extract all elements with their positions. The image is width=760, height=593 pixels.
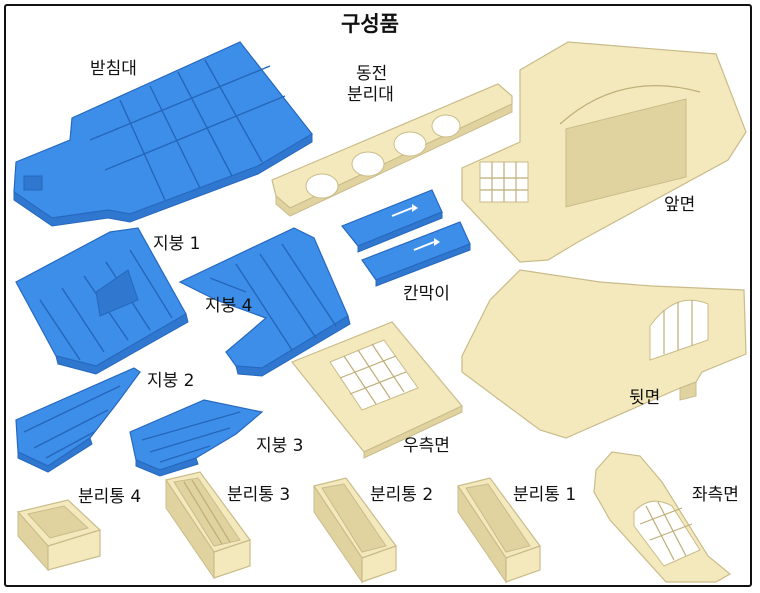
label-roof-3: 지붕 3 xyxy=(256,436,304,456)
label-roof-4: 지붕 4 xyxy=(205,296,253,316)
tray-1 xyxy=(457,477,541,584)
label-partition: 칸막이 xyxy=(403,284,450,304)
back-panel xyxy=(461,269,747,439)
tray-2 xyxy=(313,477,397,584)
roof-1 xyxy=(15,227,189,375)
label-tray-3: 분리통 3 xyxy=(227,485,291,505)
label-tray-1: 분리통 1 xyxy=(513,485,577,505)
label-coin-divider-line1: 동전 xyxy=(356,64,388,84)
label-roof-2: 지붕 2 xyxy=(147,371,195,391)
label-back: 뒷면 xyxy=(629,388,661,408)
diagram-frame xyxy=(4,4,752,587)
label-right-side: 우측면 xyxy=(403,436,450,456)
label-coin-divider-line2: 분리대 xyxy=(347,85,394,105)
front-panel xyxy=(461,41,747,263)
label-roof-1: 지붕 1 xyxy=(153,234,201,254)
roof-3 xyxy=(129,399,264,477)
diagram-title: 구성품 xyxy=(341,12,399,36)
left-side-panel xyxy=(593,451,732,583)
label-tray-4: 분리통 4 xyxy=(78,487,142,507)
partition-pieces xyxy=(341,189,471,287)
base-plate xyxy=(13,41,313,227)
roof-4 xyxy=(178,227,351,377)
label-base: 받침대 xyxy=(90,59,137,79)
tray-4 xyxy=(16,499,102,572)
label-front: 앞면 xyxy=(664,195,696,215)
tray-3 xyxy=(165,471,251,580)
label-tray-2: 분리통 2 xyxy=(370,485,434,505)
roof-2 xyxy=(15,367,141,473)
right-side-panel xyxy=(291,321,463,459)
label-left-side: 좌측면 xyxy=(692,485,739,505)
coin-divider xyxy=(271,83,513,217)
